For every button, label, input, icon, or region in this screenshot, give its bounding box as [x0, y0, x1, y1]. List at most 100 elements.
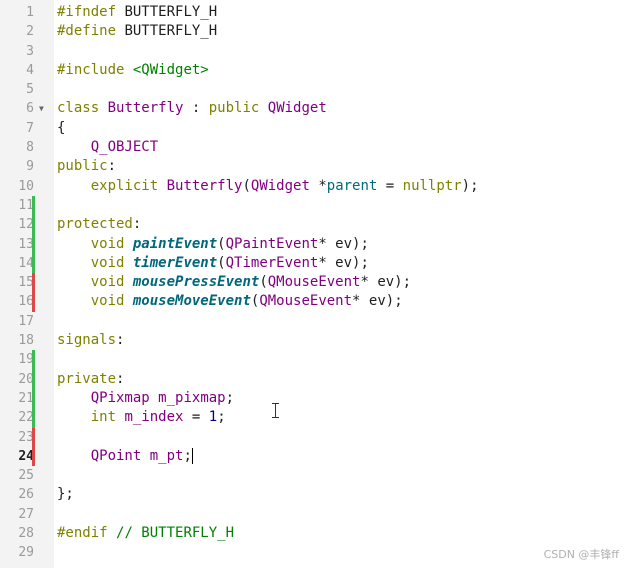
code-token: QPaintEvent: [225, 235, 319, 252]
mouse-ibeam-cursor-icon: [272, 403, 279, 418]
line-number: 5: [26, 82, 34, 98]
code-line[interactable]: 21 QPixmap m_pixmap;: [0, 388, 625, 409]
code-text[interactable]: #include <QWidget>: [57, 61, 209, 80]
change-marker-added: [32, 408, 35, 428]
text-cursor: [191, 447, 193, 464]
code-token: m_pt: [149, 447, 184, 464]
code-token: [108, 525, 116, 541]
code-token: nullptr: [402, 177, 462, 194]
code-line[interactable]: 16 void mouseMoveEvent(QMouseEvent* ev);: [0, 292, 625, 312]
code-token: [57, 390, 91, 406]
code-text[interactable]: void timerEvent(QTimerEvent* ev);: [57, 254, 369, 273]
code-line[interactable]: 24 QPoint m_pt;: [0, 446, 625, 467]
code-line[interactable]: 27: [0, 505, 625, 524]
code-token: ;: [217, 409, 226, 426]
code-token: 1: [208, 409, 218, 426]
line-number: 19: [18, 352, 34, 368]
fold-arrow-icon[interactable]: ▼: [39, 104, 44, 114]
change-marker-modified: [32, 446, 35, 467]
code-token: [259, 100, 267, 116]
code-text[interactable]: };: [57, 485, 74, 504]
code-line[interactable]: 29: [0, 543, 625, 562]
code-token: [57, 409, 91, 425]
code-line[interactable]: 11: [0, 195, 625, 216]
code-text[interactable]: void mouseMoveEvent(QMouseEvent* ev);: [57, 292, 403, 311]
code-text[interactable]: public:: [57, 157, 116, 176]
code-text[interactable]: #ifndef BUTTERFLY_H: [57, 3, 217, 22]
code-token: QPixmap: [90, 389, 150, 406]
code-line[interactable]: 7{: [0, 119, 625, 138]
code-text[interactable]: {: [57, 119, 65, 138]
code-text[interactable]: protected:: [57, 215, 141, 234]
change-marker-added: [32, 369, 35, 389]
code-line[interactable]: 8 Q_OBJECT: [0, 138, 625, 157]
code-text[interactable]: void paintEvent(QPaintEvent* ev);: [57, 235, 369, 254]
code-line[interactable]: 15 void mousePressEvent(QMouseEvent* ev)…: [0, 273, 625, 293]
code-token: :: [132, 216, 142, 233]
code-text[interactable]: void mousePressEvent(QMouseEvent* ev);: [57, 273, 411, 292]
code-token: #define: [57, 23, 117, 40]
change-marker-added: [32, 253, 35, 274]
code-token: [57, 293, 91, 309]
line-number: 1: [26, 5, 34, 20]
code-token: );: [461, 177, 479, 194]
code-text[interactable]: int m_index = 1;: [57, 408, 226, 427]
code-token: [57, 274, 91, 290]
code-line[interactable]: 2#define BUTTERFLY_H: [0, 22, 625, 41]
code-token: [158, 178, 166, 194]
line-number: 15: [18, 275, 34, 291]
line-number: 6: [26, 101, 34, 117]
code-token: public: [57, 158, 108, 175]
code-line[interactable]: 14 void timerEvent(QTimerEvent* ev);: [0, 253, 625, 274]
line-number-gutter: [0, 0, 54, 568]
line-number: 16: [18, 294, 34, 310]
code-line[interactable]: 5: [0, 80, 625, 99]
code-token: #include: [57, 61, 125, 78]
code-line[interactable]: 17: [0, 312, 625, 331]
code-text[interactable]: #endif // BUTTERFLY_H: [57, 524, 234, 543]
code-text[interactable]: #define BUTTERFLY_H: [57, 22, 217, 41]
code-line[interactable]: 10 explicit Butterfly(QWidget *parent = …: [0, 177, 625, 196]
code-line[interactable]: 3: [0, 42, 625, 61]
code-token: timerEvent: [132, 254, 218, 271]
code-token: * ev);: [318, 254, 369, 271]
code-text[interactable]: private:: [57, 370, 124, 389]
code-line[interactable]: 4#include <QWidget>: [0, 61, 625, 80]
code-line[interactable]: 26};: [0, 485, 625, 504]
line-number: 24: [18, 448, 34, 464]
code-token: int: [90, 409, 117, 426]
line-number: 27: [18, 506, 34, 522]
code-line[interactable]: 22 int m_index = 1;: [0, 408, 625, 428]
code-text[interactable]: QPixmap m_pixmap;: [57, 389, 234, 408]
code-line[interactable]: 28#endif // BUTTERFLY_H: [0, 524, 625, 543]
code-text[interactable]: Q_OBJECT: [57, 138, 158, 157]
code-text[interactable]: explicit Butterfly(QWidget *parent = nul…: [57, 177, 479, 196]
line-number: 9: [26, 159, 34, 175]
code-line[interactable]: 6 ▼ class Butterfly : public QWidget: [0, 99, 625, 118]
code-line[interactable]: 9 public:: [0, 157, 625, 176]
code-text[interactable]: class Butterfly : public QWidget: [57, 99, 327, 118]
code-line[interactable]: 1 #ifndef BUTTERFLY_H: [0, 3, 625, 22]
code-token: parent: [326, 177, 378, 194]
line-number: 14: [18, 255, 34, 271]
code-token: public: [208, 100, 260, 117]
change-marker-modified: [32, 292, 35, 312]
code-token: BUTTERFLY_H: [116, 4, 218, 20]
code-token: m_index: [124, 409, 184, 426]
code-text[interactable]: signals:: [57, 331, 124, 350]
code-token: [57, 139, 91, 155]
line-number: 25: [18, 468, 34, 484]
code-line[interactable]: 25: [0, 466, 625, 485]
line-number: 8: [26, 140, 34, 156]
code-line[interactable]: 23: [0, 427, 625, 447]
code-line[interactable]: 19: [0, 350, 625, 370]
code-token: };: [57, 486, 74, 503]
code-text[interactable]: QPoint m_pt;: [57, 447, 193, 466]
code-line[interactable]: 13 void paintEvent(QPaintEvent* ev);: [0, 234, 625, 254]
code-token: void: [90, 293, 125, 310]
